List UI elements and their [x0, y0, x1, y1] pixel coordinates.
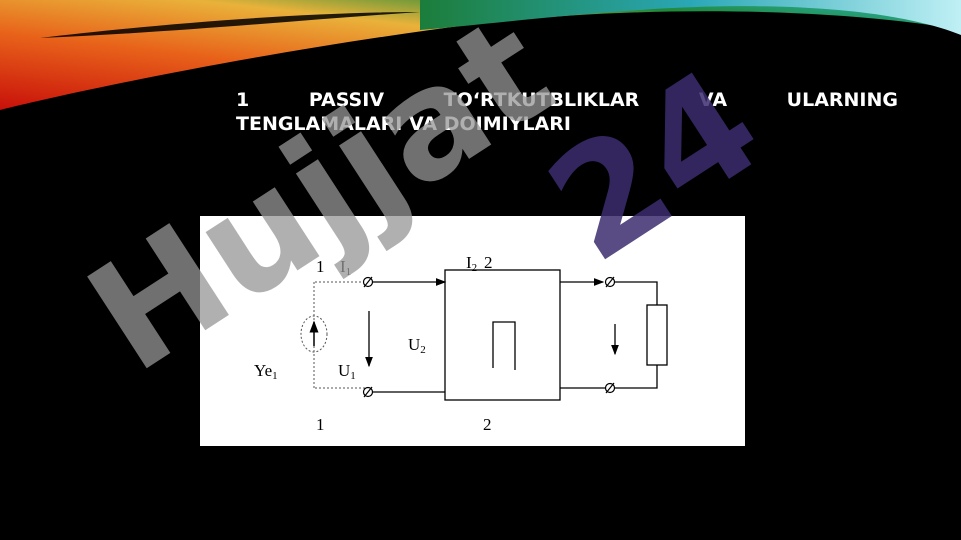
port2-top-label: 2	[484, 253, 493, 272]
inner-symbol	[492, 321, 516, 370]
ye1-label: Ye1	[254, 361, 278, 382]
title-word: VA	[698, 89, 728, 111]
slide-title: 1 PASSIV TO‘RTKUTBLIKLAR VA ULARNING TEN…	[236, 88, 898, 136]
i2-label: I2	[466, 253, 477, 274]
circuit-wires	[365, 269, 668, 401]
title-word: PASSIV	[308, 89, 385, 111]
circuit-diagram-figure: 1 I1 I2 2 U2 U1 Ye1 1 2	[200, 216, 745, 446]
u2-label: U2	[408, 335, 426, 356]
terminal-icons	[362, 276, 616, 398]
title-word: TO‘RTKUTBLIKLAR	[443, 89, 640, 111]
title-line-2: TENGLAMALARI VA DOIMIYLARI	[236, 113, 571, 135]
port2-bottom-label: 2	[483, 415, 492, 434]
two-port-box	[444, 269, 561, 401]
load-resistor	[646, 304, 668, 366]
port1-bottom-label: 1	[316, 415, 325, 434]
port1-top-label: 1	[316, 257, 325, 276]
title-word: 1	[236, 89, 250, 111]
source-dotted	[300, 281, 366, 389]
decorative-swoosh-banner	[0, 0, 961, 110]
i1-label: I1	[340, 257, 351, 278]
title-word: ULARNING	[786, 89, 898, 111]
current-source-icon	[300, 315, 328, 353]
title-line-1: 1 PASSIV TO‘RTKUTBLIKLAR VA ULARNING	[236, 88, 898, 112]
u1-label: U1	[338, 361, 356, 382]
